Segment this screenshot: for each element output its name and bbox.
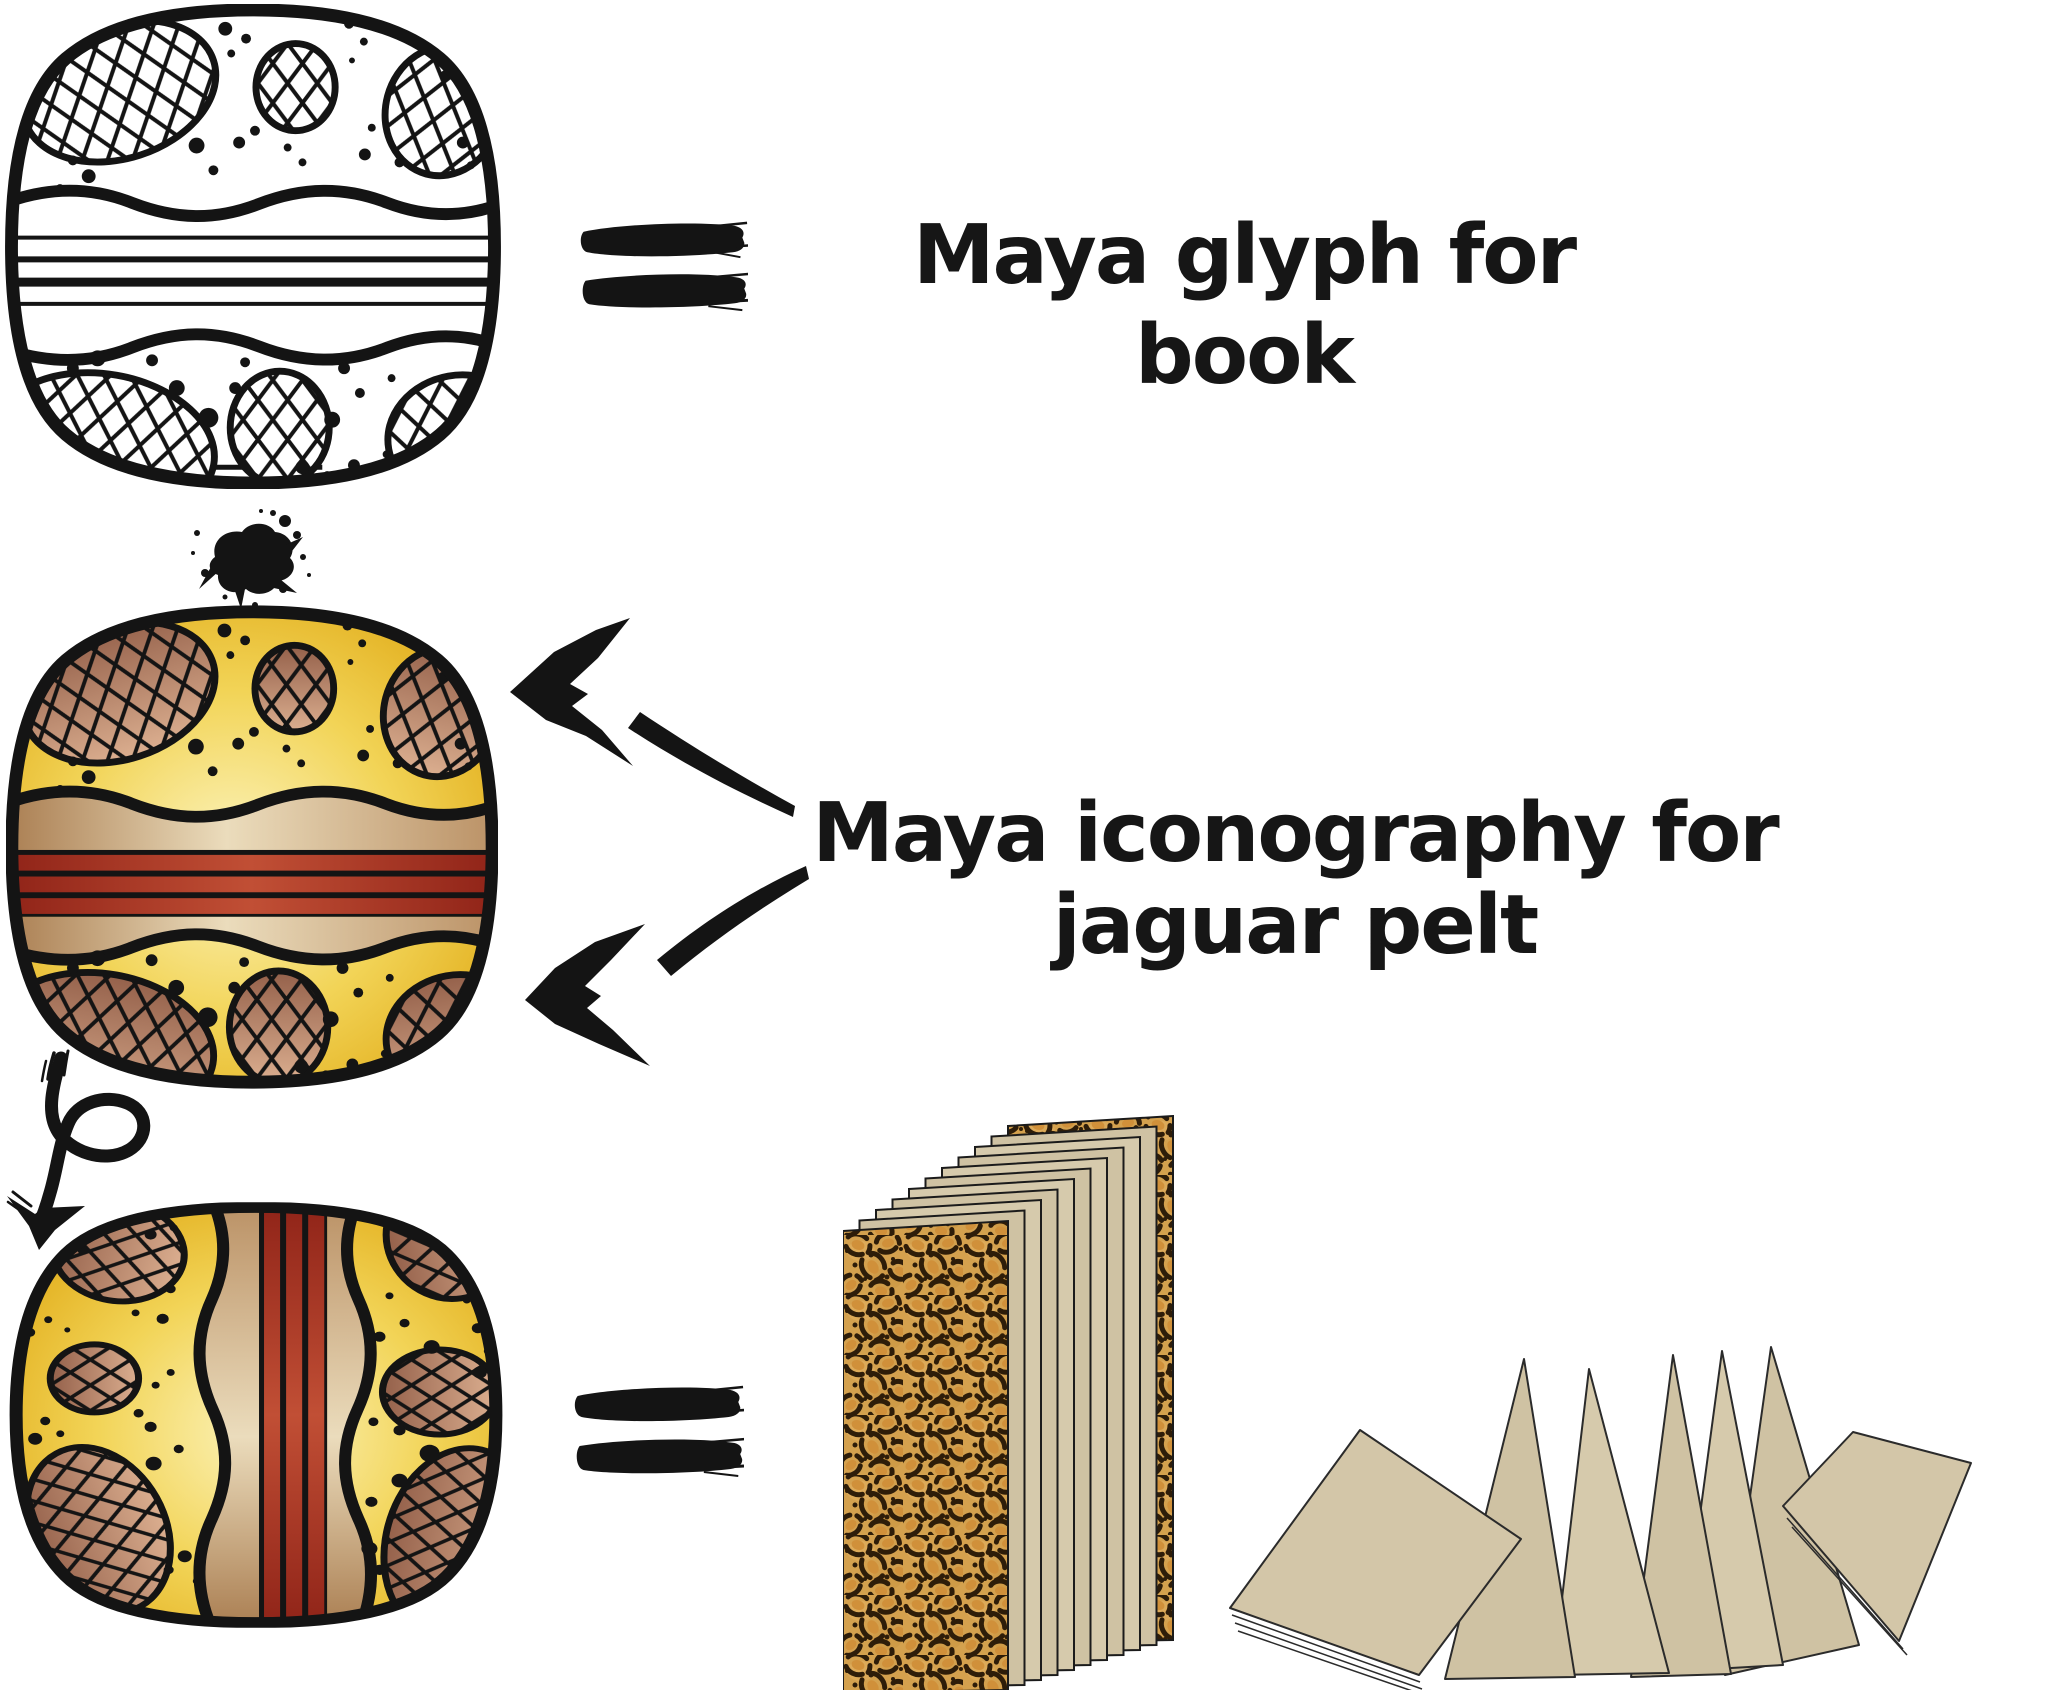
equals-top-stroke xyxy=(574,1387,741,1422)
equals-icon xyxy=(580,221,748,312)
accordion-right-stack xyxy=(1782,1431,1972,1642)
book-label-text: Maya glyph for book xyxy=(912,208,1577,403)
jaguar-pelt-label-line2: jaguar pelt xyxy=(1052,878,1539,973)
ink-splat-icon xyxy=(191,509,311,609)
codex-front-cover xyxy=(843,1219,1009,1690)
equals-top-stroke xyxy=(580,223,745,257)
curved-arrow-upper-icon xyxy=(510,618,795,817)
accordion-left-stack xyxy=(1229,1429,1522,1676)
loop-arrow-icon xyxy=(6,1049,151,1250)
jaguar-pelt-glyph xyxy=(6,604,498,1090)
equals-icon xyxy=(574,1385,744,1477)
curved-arrow-lower-icon xyxy=(525,866,809,1066)
jaguar-pelt-codex xyxy=(843,1115,1178,1690)
maya-book-glyph xyxy=(3,4,503,489)
equals-bottom-stroke xyxy=(576,1439,743,1474)
jaguar-pelt-label: Maya iconography for jaguar pelt xyxy=(770,788,1820,972)
equals-bottom-stroke xyxy=(582,274,747,308)
book-label: Maya glyph for book xyxy=(794,206,1694,406)
jaguar-pelt-glyph-rotated xyxy=(8,1202,504,1628)
jaguar-pelt-label-line1: Maya iconography for xyxy=(812,786,1780,881)
accordion-fold xyxy=(1630,1354,1732,1678)
accordion-fold xyxy=(1552,1368,1670,1676)
accordion-codex xyxy=(1229,1346,1972,1690)
